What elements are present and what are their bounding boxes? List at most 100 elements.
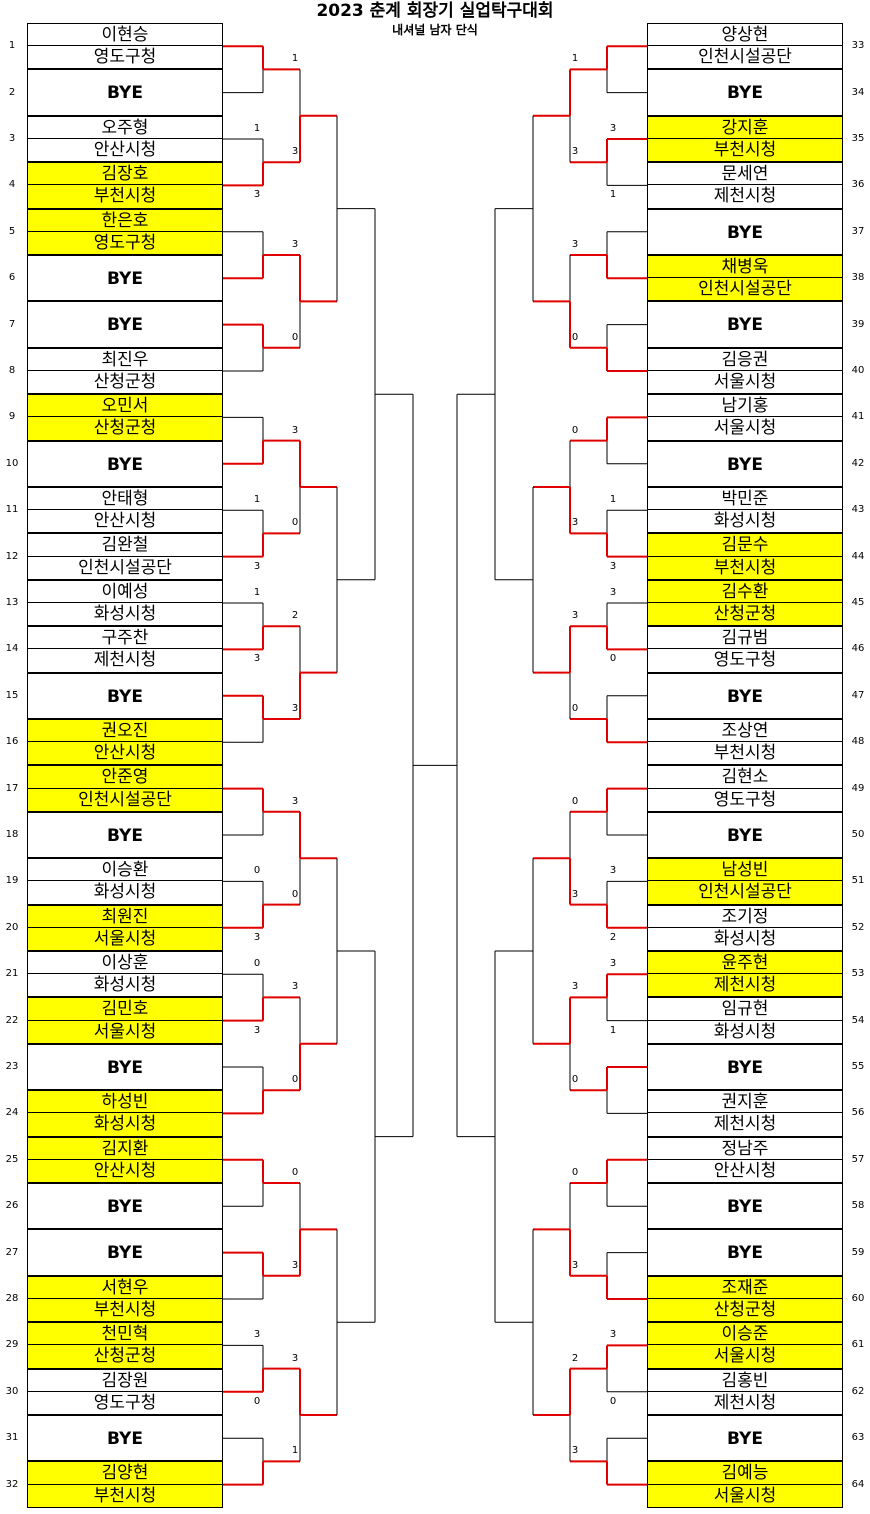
- round2-score: 3: [571, 1259, 579, 1271]
- seed-number: 19: [5, 875, 19, 887]
- seed-number: 5: [8, 225, 16, 237]
- seed-number: 62: [851, 1385, 865, 1397]
- seed-number: 53: [851, 968, 865, 980]
- seed-number: 52: [851, 921, 865, 933]
- player-team: 제천시청: [647, 1113, 843, 1137]
- seed-number: 63: [851, 1432, 865, 1444]
- player-team: 산청군청: [647, 1299, 843, 1323]
- bye-slot: BYE: [27, 255, 223, 302]
- player-name: 권오진: [27, 719, 223, 743]
- round1-score: 0: [253, 865, 261, 877]
- seed-number: 45: [851, 597, 865, 608]
- bye-slot: BYE: [27, 69, 223, 116]
- seed-number: 6: [8, 272, 16, 284]
- player-team: 산청군청: [27, 417, 223, 441]
- player-name: 김장호: [27, 162, 223, 186]
- round1-score: 0: [609, 653, 617, 665]
- round2-score: 0: [291, 1167, 299, 1178]
- seed-number: 37: [851, 225, 865, 237]
- round1-score: 1: [253, 494, 261, 506]
- seed-number: 11: [5, 504, 19, 516]
- round1-score: 0: [253, 958, 261, 970]
- seed-number: 39: [851, 318, 865, 330]
- round2-score: 1: [571, 53, 579, 65]
- seed-number: 49: [851, 782, 865, 794]
- player-team: 안산시청: [27, 139, 223, 163]
- player-team: 제천시청: [647, 185, 843, 209]
- seed-number: 61: [851, 1339, 865, 1351]
- seed-number: 21: [5, 968, 19, 980]
- player-name: 임규현: [647, 997, 843, 1021]
- round2-score: 0: [571, 1167, 579, 1178]
- round2-score: 3: [571, 1445, 579, 1457]
- player-name: 김예능: [647, 1461, 843, 1485]
- player-team: 부천시청: [647, 139, 843, 163]
- seed-number: 34: [851, 86, 865, 98]
- seed-number: 55: [851, 1061, 865, 1072]
- round1-score: 0: [253, 1395, 261, 1407]
- seed-number: 48: [851, 736, 865, 748]
- round1-score: 3: [253, 931, 261, 943]
- player-team: 산청군청: [647, 603, 843, 627]
- player-name: 서현우: [27, 1275, 223, 1299]
- round1-score: 3: [253, 560, 261, 572]
- player-name: 김지환: [27, 1136, 223, 1160]
- seed-number: 64: [851, 1478, 865, 1490]
- seed-number: 41: [851, 411, 865, 423]
- player-team: 영도구청: [27, 46, 223, 70]
- seed-number: 30: [5, 1385, 19, 1397]
- seed-number: 31: [5, 1432, 19, 1444]
- player-name: 김수환: [647, 579, 843, 603]
- bye-slot: BYE: [647, 1043, 843, 1091]
- round2-score: 3: [291, 981, 299, 993]
- seed-number: 43: [851, 504, 865, 516]
- round1-score: 3: [253, 1329, 261, 1341]
- player-team: 부천시청: [27, 1299, 223, 1323]
- seed-number: 47: [851, 689, 865, 701]
- player-team: 제천시청: [647, 974, 843, 998]
- seed-number: 4: [8, 179, 16, 191]
- player-name: 이상훈: [27, 951, 223, 975]
- player-team: 인천시설공단: [27, 556, 223, 580]
- player-team: 영도구청: [647, 788, 843, 812]
- round1-score: 3: [253, 653, 261, 665]
- player-name: 구주찬: [27, 626, 223, 650]
- round2-score: 3: [291, 146, 299, 158]
- bye-slot: BYE: [27, 672, 223, 719]
- round2-score: 3: [291, 1259, 299, 1271]
- player-name: 안태형: [27, 487, 223, 511]
- round2-score: 3: [291, 424, 299, 436]
- player-name: 김장원: [27, 1368, 223, 1392]
- round1-score: 1: [609, 494, 617, 506]
- bye-slot: BYE: [647, 1415, 843, 1462]
- player-name: 한은호: [27, 208, 223, 232]
- player-name: 최원진: [27, 904, 223, 928]
- seed-number: 27: [5, 1246, 19, 1258]
- player-team: 서울시청: [647, 1345, 843, 1369]
- player-name: 박민준: [647, 487, 843, 511]
- round2-score: 0: [571, 331, 579, 343]
- player-team: 서울시청: [27, 1020, 223, 1044]
- round2-score: 0: [291, 888, 299, 900]
- round2-score: 3: [291, 703, 299, 714]
- player-name: 이현승: [27, 23, 223, 47]
- seed-number: 29: [5, 1339, 19, 1351]
- player-team: 서울시청: [647, 371, 843, 395]
- player-team: 인천시설공단: [647, 46, 843, 70]
- seed-number: 3: [8, 133, 16, 144]
- seed-number: 57: [851, 1153, 865, 1165]
- player-name: 정남주: [647, 1136, 843, 1160]
- bye-slot: BYE: [27, 1183, 223, 1230]
- player-team: 안산시청: [27, 1159, 223, 1183]
- player-name: 이예성: [27, 579, 223, 603]
- round2-score: 3: [571, 239, 579, 250]
- bye-slot: BYE: [647, 672, 843, 719]
- player-team: 영도구청: [27, 231, 223, 255]
- bye-slot: BYE: [647, 1183, 843, 1230]
- player-team: 산청군청: [27, 1345, 223, 1369]
- seed-number: 13: [5, 597, 19, 608]
- player-name: 조재준: [647, 1275, 843, 1299]
- player-name: 양상현: [647, 23, 843, 47]
- round1-score: 3: [609, 958, 617, 970]
- player-team: 인천시설공단: [647, 881, 843, 905]
